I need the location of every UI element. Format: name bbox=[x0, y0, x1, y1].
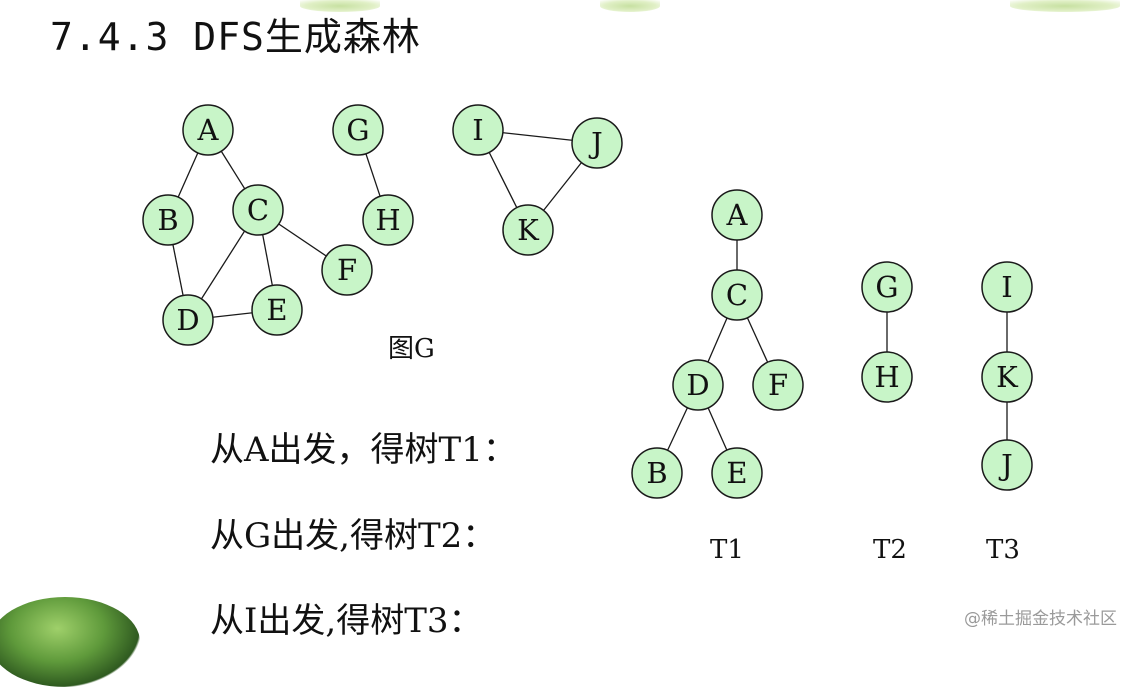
graph-caption: 图G bbox=[388, 334, 435, 364]
svg-text:J: J bbox=[588, 126, 603, 160]
svg-text:J: J bbox=[998, 448, 1013, 482]
decor-leaf-top bbox=[600, 0, 660, 12]
svg-text:B: B bbox=[157, 203, 178, 237]
watermark: @稀土掘金技术社区 bbox=[964, 609, 1117, 629]
svg-text:H: H bbox=[874, 360, 899, 394]
graph-diagram: A B C D E F G H I J K A C D F B E T1 G H… bbox=[142, 104, 1033, 565]
graph-node-B: B bbox=[142, 194, 194, 246]
statement-t3: 从I出发,得树T3： bbox=[210, 601, 483, 641]
tree-label-t3: T3 bbox=[986, 535, 1020, 565]
svg-text:B: B bbox=[646, 456, 667, 490]
svg-text:D: D bbox=[686, 368, 709, 402]
svg-text:G: G bbox=[346, 113, 369, 147]
svg-text:I: I bbox=[1001, 270, 1012, 304]
svg-text:I: I bbox=[472, 113, 483, 147]
tree-node-E: E bbox=[711, 447, 763, 499]
tree-node-G: G bbox=[861, 261, 913, 313]
graph-node-E: E bbox=[251, 284, 303, 336]
svg-text:K: K bbox=[517, 213, 540, 247]
decor-leaf-top bbox=[300, 0, 380, 12]
decor-leaf-top bbox=[1010, 0, 1120, 12]
tree-node-F: F bbox=[752, 359, 804, 411]
graph-g-nodes: A B C D E F G H I J K bbox=[142, 104, 623, 346]
svg-text:G: G bbox=[875, 270, 898, 304]
graph-node-H: H bbox=[362, 194, 414, 246]
tree-node-B: B bbox=[631, 447, 683, 499]
svg-text:E: E bbox=[266, 293, 287, 327]
svg-text:A: A bbox=[726, 198, 749, 232]
svg-text:H: H bbox=[375, 203, 400, 237]
svg-text:F: F bbox=[768, 368, 788, 402]
tree-t2: G H T2 bbox=[861, 261, 913, 565]
svg-text:E: E bbox=[726, 456, 747, 490]
graph-node-C: C bbox=[232, 184, 284, 236]
tree-node-D: D bbox=[672, 359, 724, 411]
statement-t2: 从G出发,得树T2： bbox=[210, 516, 497, 556]
tree-label-t2: T2 bbox=[873, 535, 907, 565]
tree-t1: A C D F B E T1 bbox=[631, 189, 804, 565]
graph-node-A: A bbox=[182, 104, 234, 156]
tree-node-K: K bbox=[981, 351, 1033, 403]
page-title: 7.4.3 DFS生成森林 bbox=[50, 15, 421, 59]
svg-text:D: D bbox=[176, 303, 199, 337]
tree-node-A: A bbox=[711, 189, 763, 241]
svg-text:F: F bbox=[337, 253, 357, 287]
graph-node-D: D bbox=[162, 294, 214, 346]
graph-node-F: F bbox=[321, 244, 373, 296]
tree-node-J: J bbox=[981, 439, 1033, 491]
tree-node-I: I bbox=[981, 261, 1033, 313]
graph-node-K: K bbox=[502, 204, 554, 256]
svg-text:K: K bbox=[996, 360, 1019, 394]
svg-text:C: C bbox=[726, 278, 748, 312]
tree-label-t1: T1 bbox=[710, 535, 744, 565]
graph-node-G: G bbox=[332, 104, 384, 156]
tree-node-C: C bbox=[711, 269, 763, 321]
tree-t3: I K J T3 bbox=[981, 261, 1033, 565]
svg-text:C: C bbox=[247, 193, 269, 227]
tree-node-H: H bbox=[861, 351, 913, 403]
graph-node-J: J bbox=[571, 117, 623, 169]
statement-t1: 从A出发，得树T1： bbox=[210, 430, 517, 470]
graph-node-I: I bbox=[452, 104, 504, 156]
svg-text:A: A bbox=[197, 113, 220, 147]
